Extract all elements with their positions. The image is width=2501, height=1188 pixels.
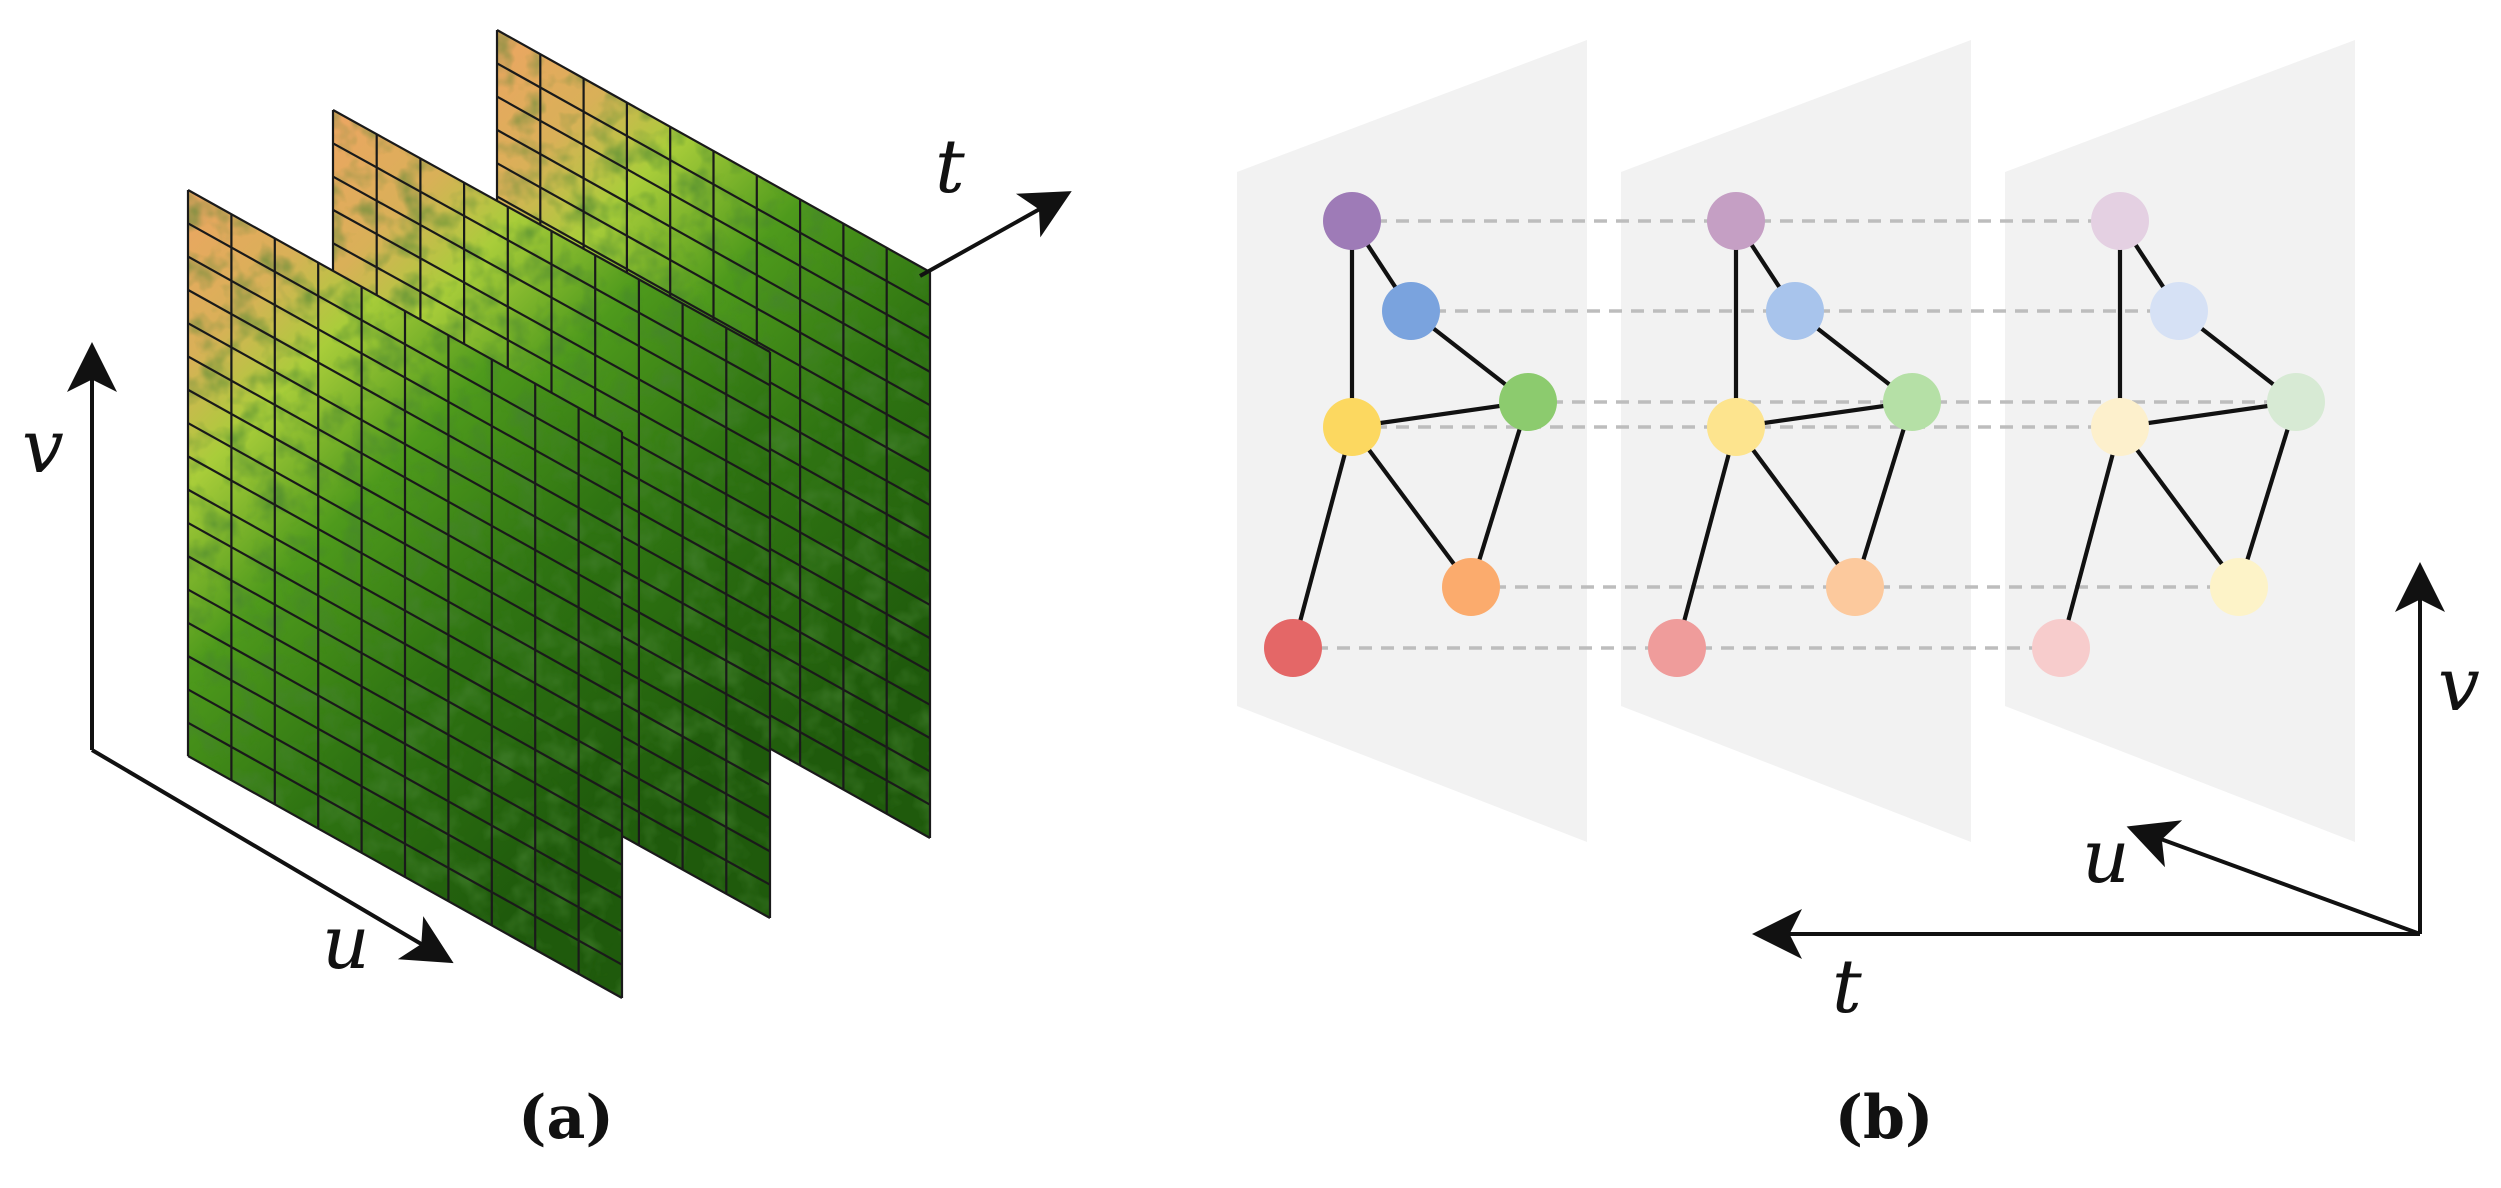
grid-row-line <box>332 242 771 487</box>
graph-plane-3 <box>2005 40 2355 842</box>
node-red-frame-2 <box>1648 619 1706 677</box>
grid-row-line <box>187 322 623 567</box>
edge-yellow-orange <box>2118 425 2241 589</box>
node-blue-frame-3 <box>2150 282 2208 340</box>
t-axis-a <box>919 191 1072 278</box>
edge-yellow-green <box>2119 399 2297 430</box>
grid-row-line <box>187 355 623 600</box>
panel-a-caption: (a) <box>518 1083 614 1153</box>
image-layer-3 <box>186 189 624 999</box>
grid-row-line <box>332 208 771 453</box>
edge-green-orange <box>1468 401 1531 588</box>
u-axis-label-a: u <box>322 900 370 986</box>
node-blue-frame-1 <box>1382 282 1440 340</box>
grid-row-line <box>187 288 623 533</box>
grid-row-line <box>187 655 623 900</box>
grid-row-line <box>187 422 623 667</box>
grid-row-line <box>496 95 931 340</box>
layer-grid <box>186 189 624 999</box>
edge-yellow-orange <box>1350 425 1473 589</box>
node-orange-frame-3 <box>2210 558 2268 616</box>
t-axis-label-a: t <box>935 124 965 210</box>
grid-row-line <box>496 29 931 273</box>
u-axis-b <box>2126 820 2421 936</box>
edge-green-orange <box>2236 401 2299 588</box>
node-green-frame-2 <box>1883 373 1941 431</box>
edge-yellow-orange <box>1734 425 1857 589</box>
v-axis-label-b: v <box>2438 642 2480 728</box>
panel-b-caption: (b) <box>1835 1083 1934 1153</box>
node-red-frame-3 <box>2032 619 2090 677</box>
edge-yellow-red <box>1290 426 1355 649</box>
panel-b-graph-sequence: v u t (b) <box>1237 40 2480 1153</box>
grid-row-line <box>332 175 771 420</box>
edge-yellow-green <box>1735 399 1913 430</box>
grid-row-line <box>496 128 931 373</box>
node-green-frame-3 <box>2267 373 2325 431</box>
u-axis-a <box>90 748 454 964</box>
grid-row-line <box>187 521 623 766</box>
node-purple-frame-1 <box>1323 192 1381 250</box>
grid-row-line <box>187 455 623 700</box>
grid-row-line <box>187 222 623 467</box>
grid-row-line <box>332 109 771 353</box>
node-green-frame-1 <box>1499 373 1557 431</box>
graph-nodes <box>1264 192 2325 677</box>
panel-a-satellite-stack: v u t (a) <box>22 29 1072 1153</box>
panel-b-axes: v u t <box>1752 562 2480 1030</box>
grid-row-line <box>332 142 771 387</box>
node-blue-frame-2 <box>1766 282 1824 340</box>
node-purple-frame-3 <box>2091 192 2149 250</box>
grid-row-line <box>187 688 623 933</box>
graph-plane-1 <box>1237 40 1587 842</box>
edge-yellow-green <box>1351 399 1529 430</box>
grid-row-line <box>187 755 623 999</box>
edge-yellow-red <box>2058 426 2123 649</box>
panel-a-axes: v u t <box>22 124 1072 986</box>
grid-row-line <box>187 255 623 500</box>
grid-row-line <box>187 555 623 800</box>
node-yellow-frame-1 <box>1323 398 1381 456</box>
grid-row-line <box>187 388 623 633</box>
grid-row-line <box>187 588 623 833</box>
edge-green-orange <box>1852 401 1915 588</box>
node-yellow-frame-2 <box>1707 398 1765 456</box>
graph-planes <box>1237 40 2355 842</box>
u-axis-label-b: u <box>2082 814 2130 900</box>
t-axis-label-b: t <box>1832 944 1862 1030</box>
grid-row-line <box>187 189 623 433</box>
grid-row-line <box>496 62 931 307</box>
node-orange-frame-1 <box>1442 558 1500 616</box>
grid-row-line <box>496 195 931 440</box>
image-layers <box>186 29 932 999</box>
graph-plane-2 <box>1621 40 1971 842</box>
grid-row-line <box>187 621 623 866</box>
grid-row-line <box>187 721 623 966</box>
edge-yellow-red <box>1674 426 1739 649</box>
v-axis-label-a: v <box>22 404 64 490</box>
node-yellow-frame-3 <box>2091 398 2149 456</box>
grid-row-line <box>187 488 623 733</box>
node-orange-frame-2 <box>1826 558 1884 616</box>
temporal-links <box>1293 219 2296 650</box>
node-red-frame-1 <box>1264 619 1322 677</box>
grid-row-line <box>496 162 931 407</box>
node-purple-frame-2 <box>1707 192 1765 250</box>
